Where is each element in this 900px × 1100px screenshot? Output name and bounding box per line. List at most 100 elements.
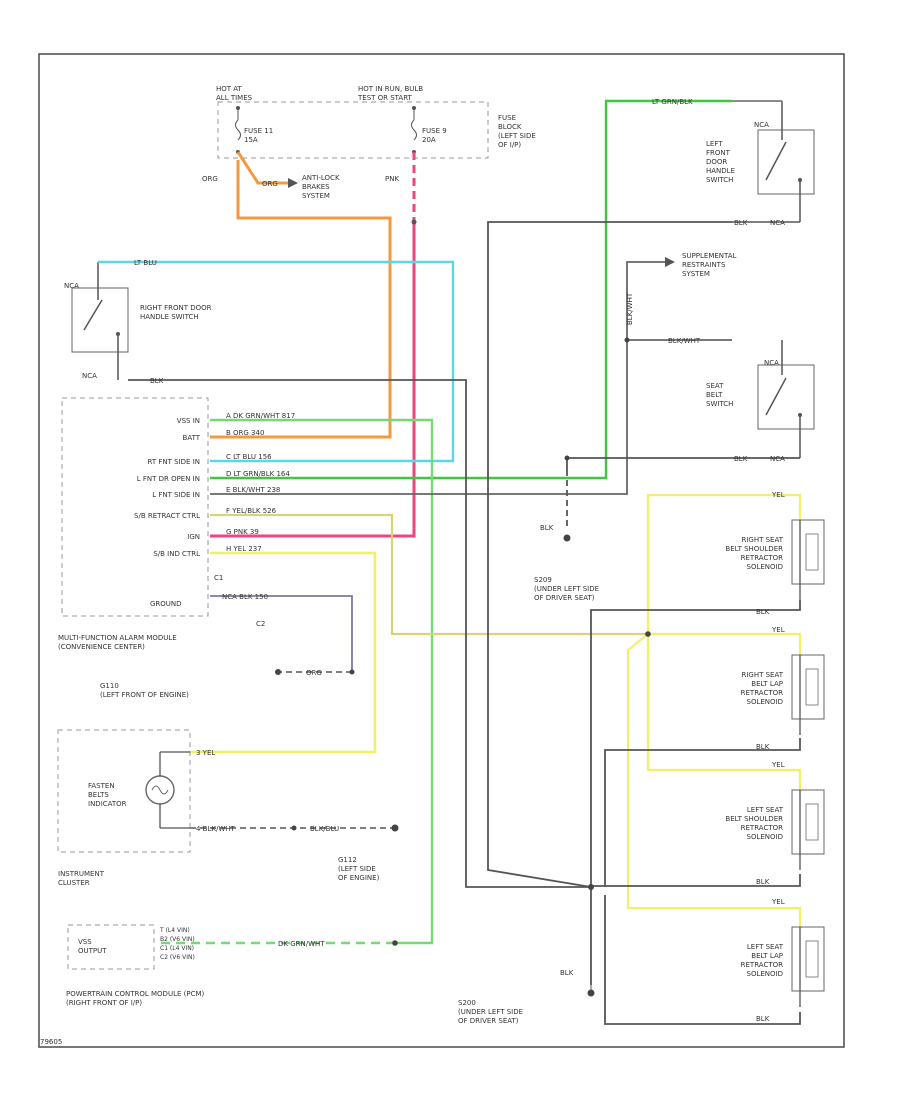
wire-blk-grounds	[128, 221, 801, 1025]
diagram-id: 79605	[40, 1038, 62, 1046]
module-pin-label: S/B RETRACT CTRL	[134, 512, 200, 520]
blk-wire-label: BLK	[756, 878, 770, 886]
ic-blk2-label: BLK/BLU	[310, 825, 339, 833]
module-pin-label: IGN	[187, 533, 200, 541]
module-wire-label: B ORG 340	[226, 429, 264, 437]
module-wire-label: E BLK/WHT 238	[226, 486, 280, 494]
wire-yel-ind	[190, 551, 377, 754]
wire-org-abs	[236, 151, 288, 185]
wire-org-batt	[210, 160, 392, 439]
wire-ltgrn	[210, 99, 732, 480]
module-wire-label: A DK GRN/WHT 817	[226, 412, 295, 420]
rf-nca-label: NCA	[64, 282, 79, 290]
pcm-box	[67, 924, 155, 970]
ic-blk-label: 4 BLK/WHT	[196, 825, 236, 833]
wire-org	[210, 151, 392, 439]
module-wire-label: C LT BLU 156	[226, 453, 272, 461]
wire-blk-sb	[566, 457, 800, 470]
ground-wire-label: NCA BLK 150	[222, 593, 268, 601]
blk-wire-label: BLK	[756, 1015, 770, 1023]
module-pin-label: L FNT SIDE IN	[152, 491, 200, 499]
rf-nca2-label: NCA	[82, 372, 97, 380]
blkwht-h-label: BLK/WHT	[668, 337, 701, 345]
module-pin-label: BATT	[183, 434, 201, 442]
yel-wire-label: YEL	[771, 761, 785, 769]
right-front-door-switch	[71, 260, 129, 380]
module-wire-label: D LT GRN/BLK 164	[226, 470, 290, 478]
pcm-wire-label: DK GRN/WHT	[278, 940, 325, 948]
left-front-door-switch	[732, 100, 815, 223]
pnk-label: PNK	[385, 175, 399, 183]
sb-nca2-label: NCA	[770, 455, 785, 463]
wire-ground-g110	[210, 595, 353, 672]
lf-nca2-label: NCA	[770, 219, 785, 227]
c1-label: C1	[214, 574, 223, 582]
s200-ground	[587, 985, 595, 997]
wire-yelblk	[210, 513, 648, 636]
yel-wire-label: YEL	[771, 491, 785, 499]
module-pin-label: L FNT DR OPEN IN	[137, 475, 200, 483]
instrument-cluster	[57, 729, 191, 853]
module-wire-label: F YEL/BLK 526	[226, 507, 277, 515]
yel-wire-label: YEL	[771, 898, 785, 906]
g110-label: G110(LEFT FRONT OF ENGINE)	[100, 682, 189, 699]
wire-blkwht	[210, 261, 665, 495]
sb-blk-label: BLK	[734, 455, 748, 463]
sb-nca-label: NCA	[764, 359, 779, 367]
rf-ltblu-label: LT BLU	[134, 259, 157, 267]
s200-blk-label: BLK	[560, 969, 574, 977]
module-wire-label: G PNK 39	[226, 528, 259, 536]
s209-blk-label: BLK	[540, 524, 554, 532]
pcm-label: POWERTRAIN CONTROL MODULE (PCM)(RIGHT FR…	[66, 990, 204, 1007]
module-pin-label: VSS IN	[177, 417, 200, 425]
wire-yel-solenoids	[626, 493, 802, 927]
wire-ltblu	[128, 260, 455, 463]
lf-ltgrn-label: LT GRN/BLK	[652, 98, 693, 106]
blkwht-v-label: BLK/WHT	[626, 292, 634, 325]
module-wire-label: H YEL 237	[226, 545, 262, 553]
pcm-pins-label: T (L4 VIN)B2 (V6 VIN)C1 (L4 VIN)C2 (V6 V…	[159, 927, 195, 961]
diagram-border	[38, 53, 845, 1048]
module-pin-label: RT FNT SIDE IN	[148, 458, 200, 466]
yel-wire-label: YEL	[771, 626, 785, 634]
seat-belt-switch	[757, 340, 815, 458]
module-name-label: MULTI-FUNCTION ALARM MODULE(CONVENIENCE …	[58, 634, 177, 651]
wire-dkgrn	[210, 418, 434, 945]
lf-blk-label: BLK	[734, 219, 748, 227]
org-label-a: ORG	[202, 175, 218, 183]
blk-wire-label: BLK	[756, 743, 770, 751]
blk-wire-label: BLK	[756, 608, 770, 616]
lf-nca-label: NCA	[754, 121, 769, 129]
g110-wire-label: ORG	[306, 669, 322, 677]
org-label-b: ORG	[262, 180, 278, 188]
rf-blk-label: BLK	[150, 377, 164, 385]
ic-yel-label: 3 YEL	[196, 749, 215, 757]
